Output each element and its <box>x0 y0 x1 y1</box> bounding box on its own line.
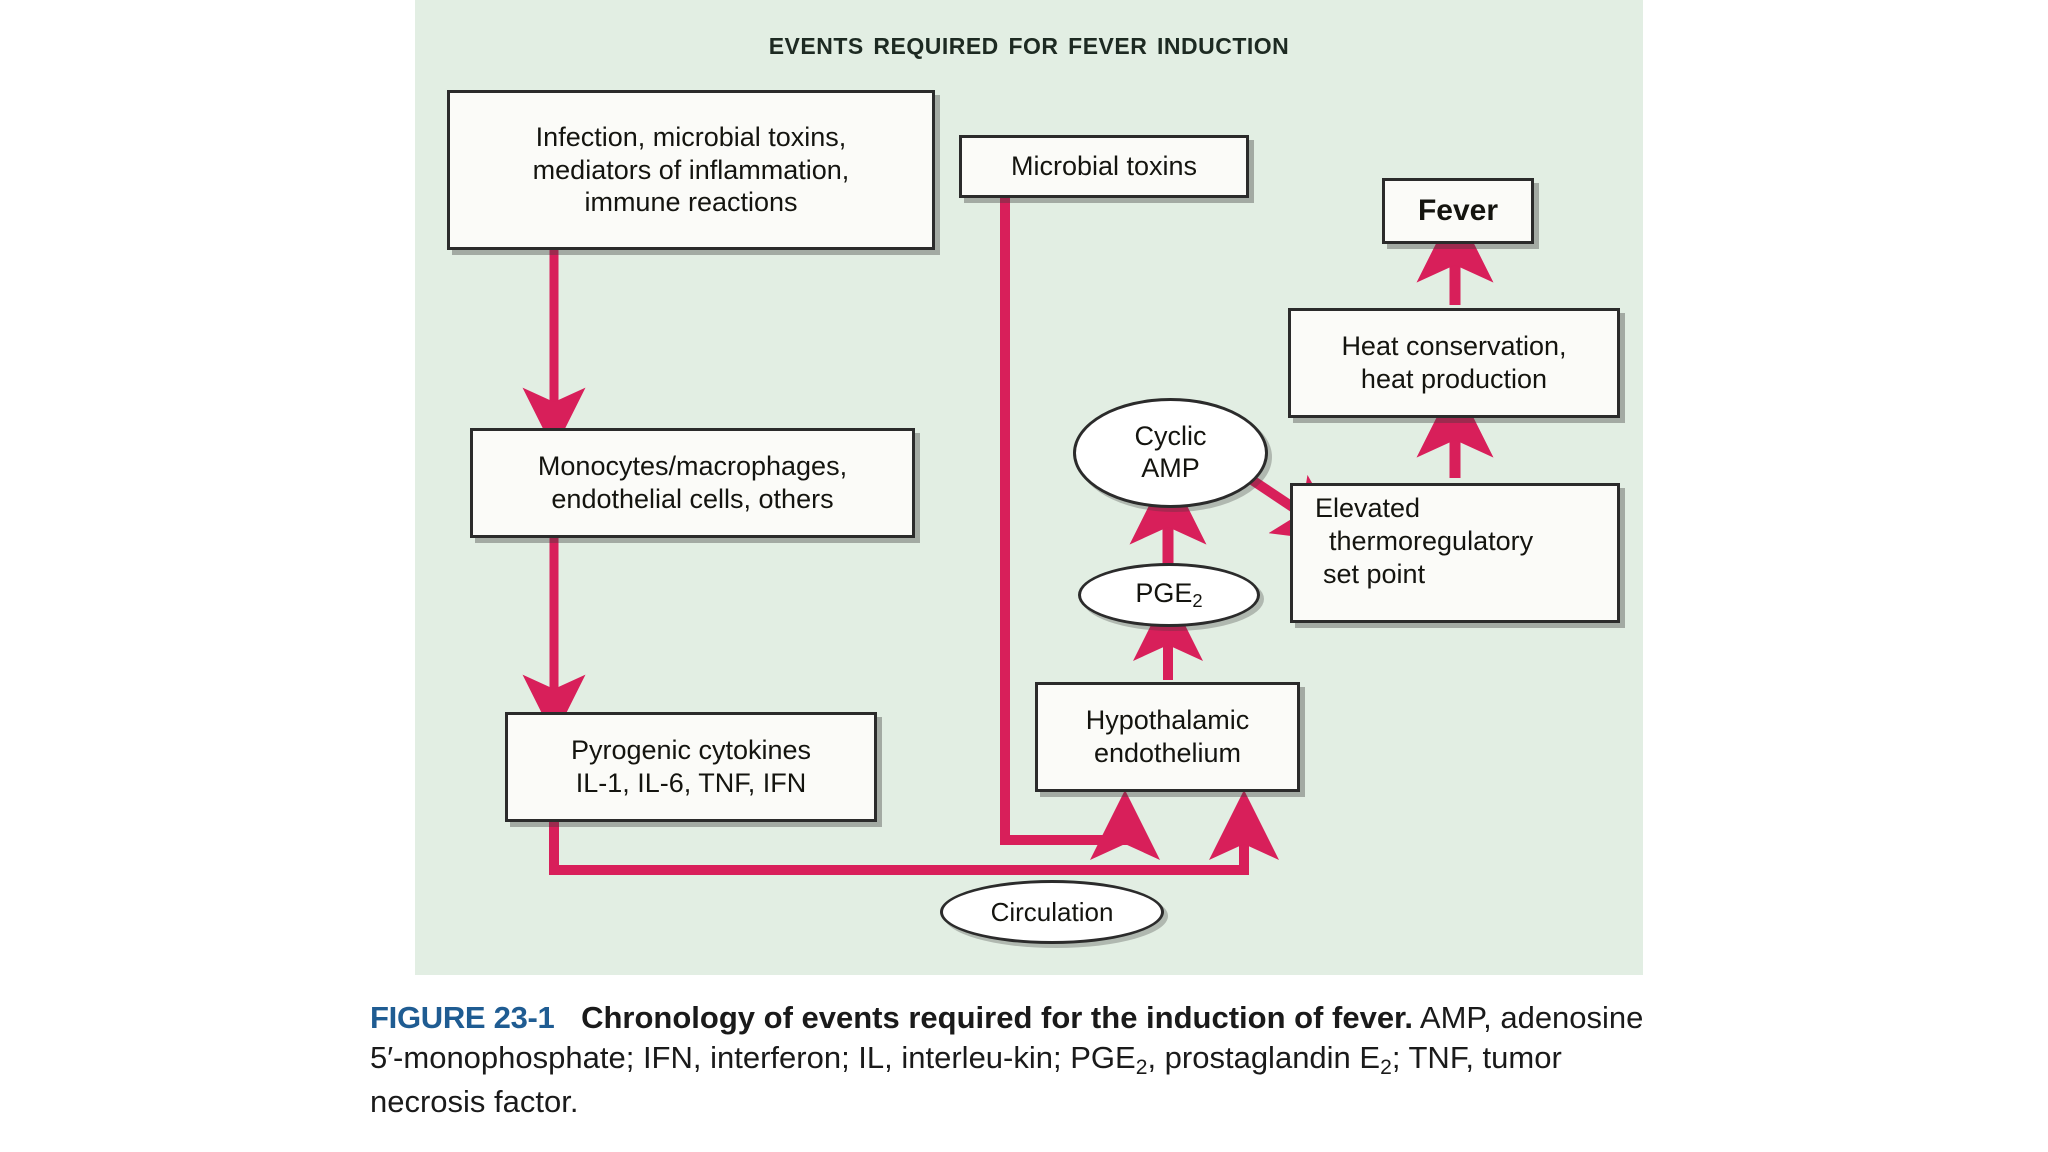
node-endothelium-line1: Hypothalamic <box>1085 705 1250 736</box>
node-infection-line2: mediators of inflammation, <box>532 154 850 185</box>
node-infection-line1: Infection, microbial toxins, <box>535 121 847 152</box>
node-cyclic-amp-line2: AMP <box>1141 453 1200 483</box>
node-setpoint-line1: Elevated <box>1315 493 1421 523</box>
node-fever-label: Fever <box>1417 193 1499 227</box>
node-setpoint-line2: thermoregulatory <box>1329 525 1534 556</box>
node-pyrogenic-cytokines: Pyrogenic cytokines IL-1, IL-6, TNF, IFN <box>505 712 877 822</box>
node-cytokines-line1: Pyrogenic cytokines <box>570 735 812 766</box>
node-heat-line2: heat production <box>1360 364 1548 394</box>
node-microbial-toxins: Microbial toxins <box>959 135 1249 198</box>
node-cyclic-amp: Cyclic AMP <box>1073 398 1268 508</box>
node-cytokines-line2: IL-1, IL-6, TNF, IFN <box>575 768 807 798</box>
caption-body-4: ; TNF, tumor necrosis factor. <box>370 1040 1562 1119</box>
diagram-title: Events Required for Fever Induction <box>768 24 1290 61</box>
caption-figure-number: FIGURE 23-1 <box>370 1000 555 1035</box>
node-microbial-toxins-label: Microbial toxins <box>1010 151 1198 182</box>
node-infection: Infection, microbial toxins, mediators o… <box>447 90 935 250</box>
node-pge2: PGE2 <box>1078 563 1260 627</box>
caption-body-3-sub: 2 <box>1380 1056 1392 1080</box>
node-pge2-label: PGE2 <box>1135 578 1203 612</box>
node-circulation: Circulation <box>940 880 1164 944</box>
node-circulation-label: Circulation <box>990 896 1114 927</box>
node-monocytes: Monocytes/macrophages, endothelial cells… <box>470 428 915 538</box>
node-heat-conservation: Heat conservation, heat production <box>1288 308 1620 418</box>
caption-title-cont: fever. <box>1332 1000 1414 1035</box>
caption-body-2-sub: 2 <box>1135 1056 1148 1080</box>
caption-title: Chronology of events required for the in… <box>581 1000 1324 1035</box>
caption-body-3: , prostaglandin E <box>1147 1040 1381 1076</box>
node-setpoint-line3: set point <box>1323 558 1426 589</box>
node-elevated-set-point: Elevated thermoregulatory set point <box>1290 483 1620 623</box>
node-hypothalamic-endothelium: Hypothalamic endothelium <box>1035 682 1300 792</box>
node-heat-line1: Heat conservation, <box>1341 331 1567 362</box>
node-monocytes-line1: Monocytes/macrophages, <box>537 451 848 482</box>
node-infection-line3: immune reactions <box>584 187 798 218</box>
node-pge2-subscript: 2 <box>1192 590 1203 612</box>
node-cyclic-amp-line1: Cyclic <box>1134 421 1207 452</box>
node-fever: Fever <box>1382 178 1534 244</box>
figure-caption: FIGURE 23-1 Chronology of events require… <box>370 998 1680 1122</box>
node-monocytes-line2: endothelial cells, others <box>551 484 834 514</box>
caption-body-2: kin; PGE <box>1013 1040 1136 1076</box>
caption-body-1: AMP, adenosine 5′-monophosphate; IFN, in… <box>370 1000 1644 1076</box>
node-endothelium-line2: endothelium <box>1093 738 1242 768</box>
